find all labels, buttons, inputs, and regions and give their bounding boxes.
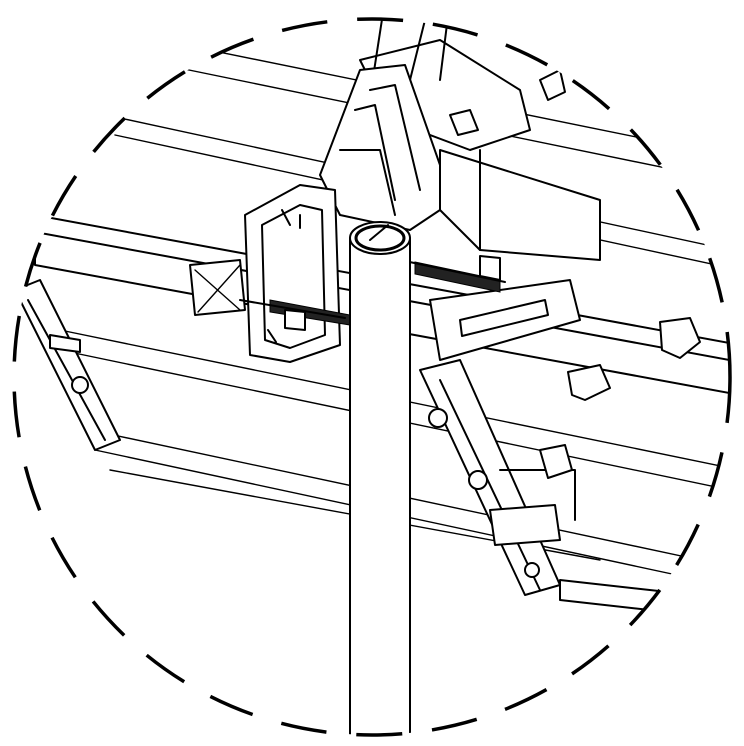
wing-nuts	[449, 69, 701, 479]
wing-nut-2	[567, 364, 611, 401]
wing-nut-1	[539, 69, 566, 101]
left-bracket	[14, 279, 121, 451]
u-bolt	[239, 255, 506, 331]
detail-circle	[12, 17, 732, 737]
wing-nut-5	[449, 109, 479, 136]
detail-contents	[14, 19, 730, 735]
upper-clamp	[319, 64, 441, 231]
wing-nut-4	[539, 444, 573, 479]
wing-nut-3	[659, 317, 701, 359]
mast-clamp-bracket	[244, 184, 341, 363]
mast-pipe	[349, 221, 411, 735]
element-bracket	[429, 149, 601, 361]
